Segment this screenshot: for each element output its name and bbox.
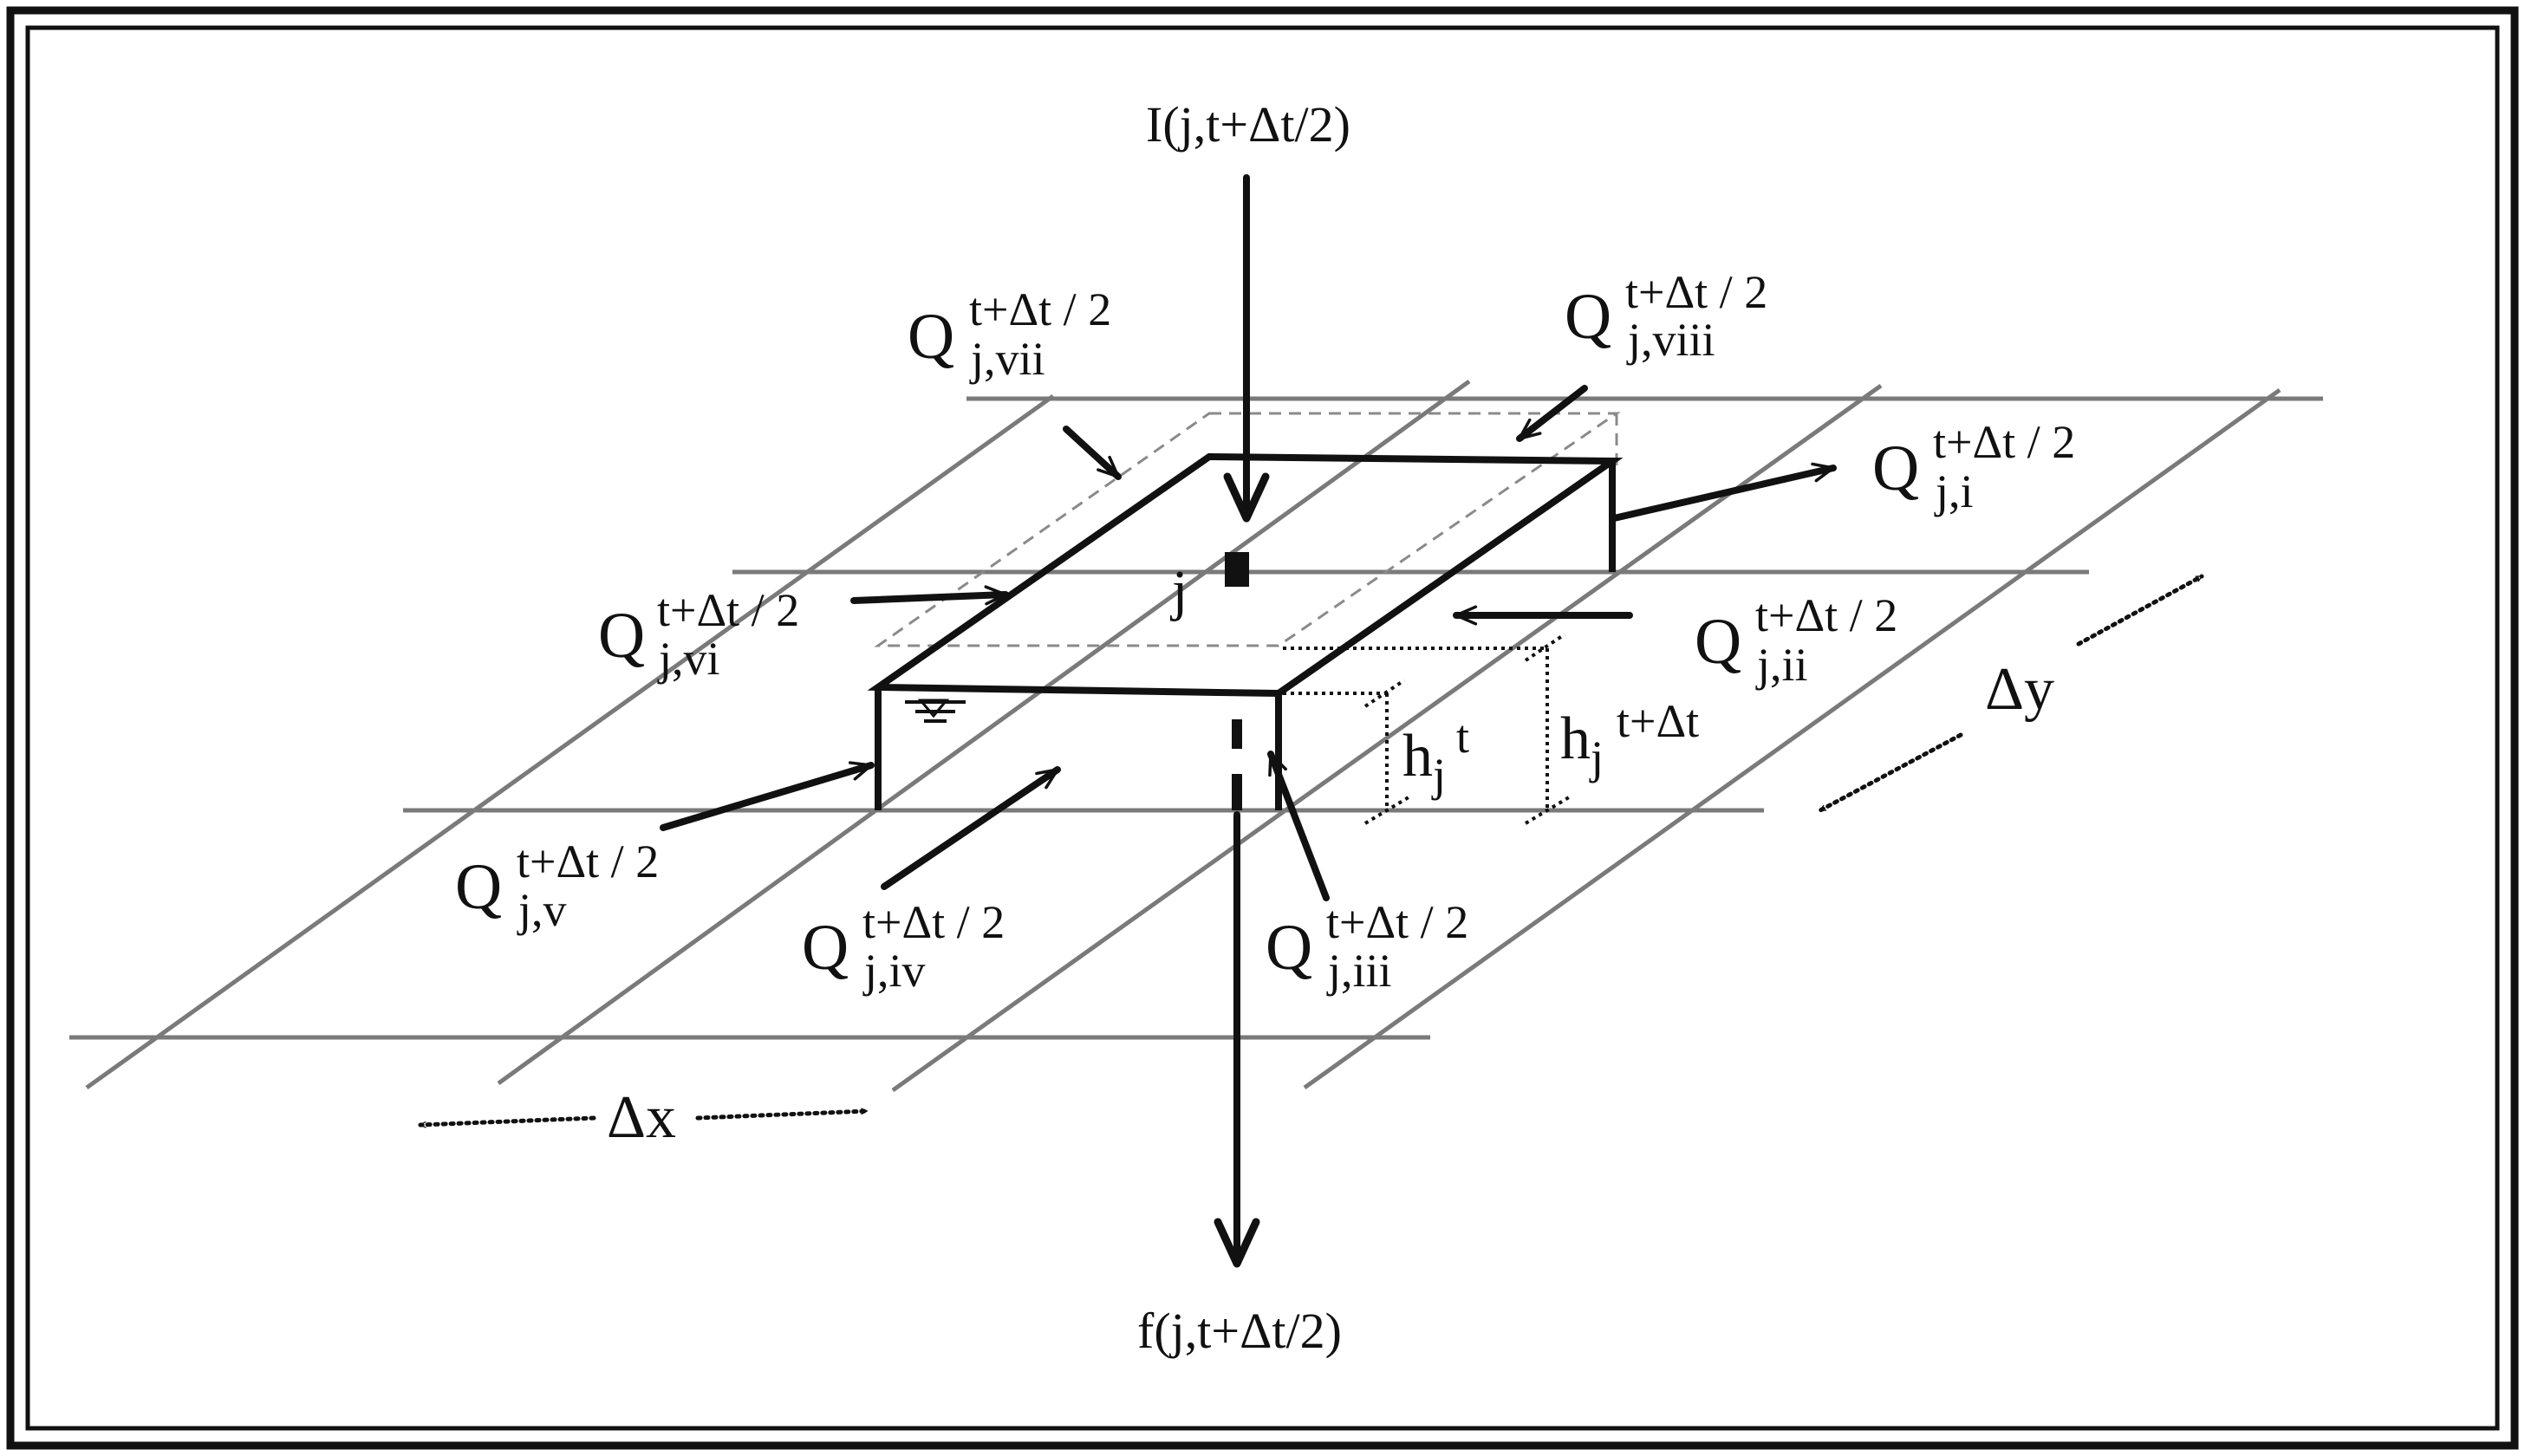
vertical-flow-arrows	[1214, 174, 1270, 1268]
flux-ii-base: Q	[1695, 606, 1741, 678]
flux-label-iv: Q t+Δt / 2 j,iv	[802, 896, 1005, 997]
depth-t-dt-sup: t+Δt	[1617, 695, 1699, 747]
flux-label-vii: Q t+Δt / 2 j,vii	[908, 283, 1111, 385]
flux-arrow-iv	[881, 766, 1061, 890]
grid-line-diagonal-3	[891, 383, 1883, 1093]
flux-arrows	[660, 385, 1837, 901]
flux-vi-sup: t+Δt / 2	[657, 584, 799, 636]
depth-t-dt-sub: j	[1589, 731, 1604, 783]
flux-arrow-viii	[1516, 385, 1588, 442]
depth-t-sup: t	[1456, 711, 1469, 763]
flux-v-base: Q	[455, 851, 502, 923]
cell-label: j	[1170, 559, 1188, 622]
flux-ii-sup: t+Δt / 2	[1755, 589, 1897, 641]
flux-viii-sup: t+Δt / 2	[1625, 266, 1767, 318]
flux-i-sup: t+Δt / 2	[1933, 416, 2075, 468]
vertical-axis-ticks	[1232, 719, 1242, 810]
delta-x-left-arrow	[418, 1115, 596, 1128]
flux-ii-sub: j,ii	[1755, 639, 1808, 691]
grid-line-diagonal-2	[497, 379, 1471, 1086]
delta-y-down-arrow	[1818, 732, 1963, 813]
flux-label-vi: Q t+Δt / 2 j,vi	[598, 584, 799, 685]
flux-iii-sup: t+Δt / 2	[1326, 896, 1468, 948]
flux-iv-sub: j,iv	[862, 945, 926, 997]
flux-label-iii: Q t+Δt / 2 j,iii	[1266, 896, 1468, 997]
flux-i-sub: j,i	[1934, 465, 1974, 517]
flux-label-v: Q t+Δt / 2 j,v	[455, 835, 659, 936]
flux-iii-base: Q	[1266, 912, 1312, 984]
flux-i-base: Q	[1872, 432, 1919, 504]
flux-label-viii: Q t+Δt / 2 j,viii	[1565, 266, 1767, 366]
flux-arrow-v	[660, 761, 875, 831]
grid-line-diagonal-1	[85, 393, 1055, 1090]
depth-t-sub: j	[1431, 749, 1446, 801]
flux-iii-sub: j,iii	[1326, 945, 1392, 997]
flux-label-i: Q t+Δt / 2 j,i	[1872, 416, 2075, 517]
depth-dimension-lines	[1283, 633, 1571, 825]
outflow-label: f(j,t+Δt/2)	[1137, 1303, 1342, 1359]
cell-center-marker	[1225, 552, 1249, 587]
flux-vi-base: Q	[598, 600, 645, 672]
delta-x-label: Δx	[607, 1084, 676, 1151]
flux-viii-base: Q	[1565, 281, 1611, 353]
flux-arrow-i	[1611, 462, 1837, 522]
flux-label-ii: Q t+Δt / 2 j,ii	[1695, 589, 1897, 691]
depth-t-dt-base: h	[1560, 705, 1591, 772]
flux-viii-sub: j,viii	[1626, 314, 1715, 366]
flux-vii-sub: j,vii	[969, 333, 1045, 385]
flux-iv-sup: t+Δt / 2	[862, 896, 1005, 948]
depth-label-t: h j t	[1402, 711, 1469, 801]
dimension-arrows	[418, 574, 2204, 1128]
flux-v-sub: j,v	[517, 884, 567, 936]
grid-line-diagonal-4	[1303, 387, 2281, 1090]
delta-x-right-arrow	[695, 1108, 869, 1121]
ground-grid	[69, 379, 2323, 1093]
cell-box	[867, 452, 1624, 810]
flux-vi-sub: j,vi	[657, 633, 720, 685]
flux-vii-base: Q	[908, 301, 954, 373]
flux-iv-base: Q	[802, 912, 849, 984]
flux-vii-sup: t+Δt / 2	[969, 283, 1111, 335]
flux-arrow-vii	[1063, 426, 1122, 480]
flux-v-sup: t+Δt / 2	[517, 835, 659, 887]
depth-label-t-dt: h j t+Δt	[1560, 695, 1699, 783]
delta-y-up-arrow	[2076, 574, 2204, 647]
water-surface-icon	[905, 699, 966, 723]
depth-t-base: h	[1402, 723, 1433, 790]
delta-y-label: Δy	[1985, 656, 2054, 723]
frame-border	[6, 6, 2519, 1450]
flux-arrow-vi	[850, 585, 1009, 606]
flux-arrow-iii	[1267, 751, 1330, 901]
inflow-label: I(j,t+Δt/2)	[1146, 96, 1350, 153]
